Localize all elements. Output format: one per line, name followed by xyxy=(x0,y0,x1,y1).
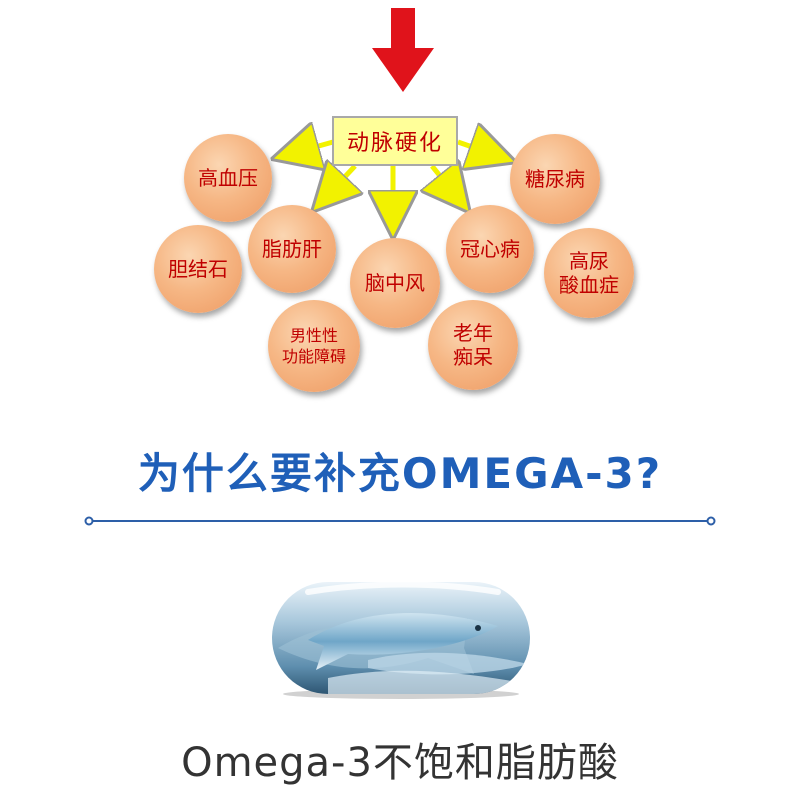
circle-guanxinbing: 冠心病 xyxy=(446,205,534,293)
circle-gaoniaosuan: 高尿 酸血症 xyxy=(544,228,634,318)
circle-label: 高血压 xyxy=(198,166,258,190)
red-down-arrow-icon xyxy=(372,8,434,92)
headline: 为什么要补充OMEGA-3? xyxy=(137,449,663,498)
circle-laonianchidai: 老年 痴呆 xyxy=(428,300,518,390)
circle-nanxing: 男性性 功能障碍 xyxy=(268,300,360,392)
circle-gaoxueya: 高血压 xyxy=(184,134,272,222)
center-label-box: 动脉硬化 xyxy=(332,116,458,166)
yellow-arrow-icon xyxy=(0,0,800,430)
circle-label: 脑中风 xyxy=(365,271,425,295)
circle-label: 糖尿病 xyxy=(525,167,585,191)
circle-label: 老年 痴呆 xyxy=(453,321,493,369)
divider-line xyxy=(84,516,716,526)
bottom-caption: Omega-3不饱和脂肪酸 xyxy=(181,740,619,786)
circle-naozhongfeng: 脑中风 xyxy=(350,238,440,328)
circle-label: 男性性 功能障碍 xyxy=(281,326,346,366)
fish-capsule-image xyxy=(272,581,530,699)
circle-danjieshi: 胆结石 xyxy=(154,225,242,313)
center-label: 动脉硬化 xyxy=(346,131,443,156)
circle-label: 胆结石 xyxy=(168,257,228,281)
circle-tangniaobing: 糖尿病 xyxy=(510,134,600,224)
circle-label: 高尿 酸血症 xyxy=(559,249,619,297)
circle-label: 冠心病 xyxy=(460,237,520,261)
circle-zhifanggan: 脂肪肝 xyxy=(248,205,336,293)
circle-label: 脂肪肝 xyxy=(262,237,322,261)
